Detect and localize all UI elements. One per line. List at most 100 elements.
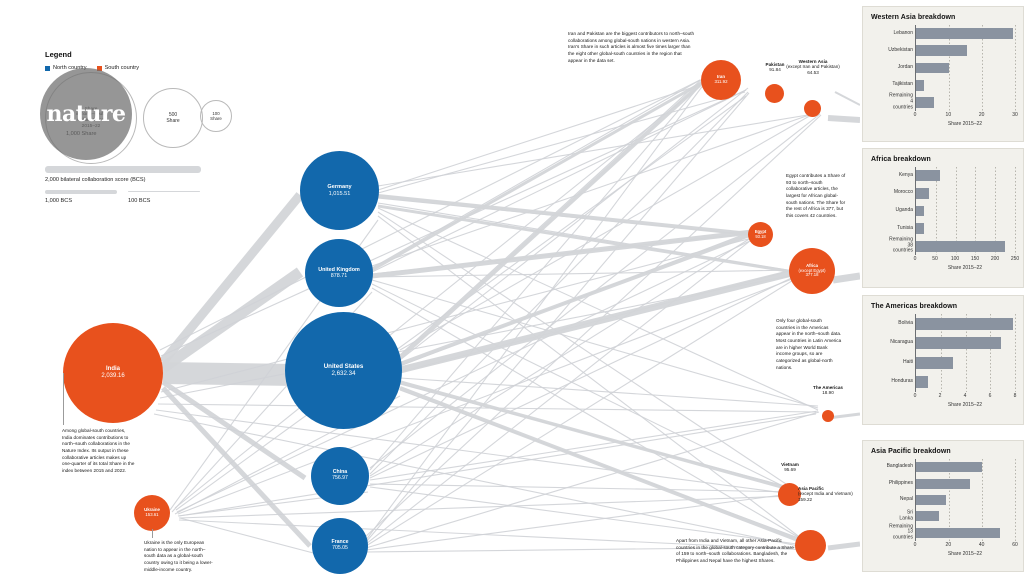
bar-category-label: Kenya <box>898 172 913 178</box>
gridline <box>940 314 942 392</box>
node-asia-pacific-name: Asia Pacific <box>798 486 824 491</box>
node-united-kingdom-value: 878.71 <box>330 273 348 279</box>
bar-row: Remaining 4 countries <box>889 93 1015 110</box>
gridline <box>948 25 950 111</box>
legend-bubble-500: 500 Share <box>143 88 203 148</box>
node-asia-pacific[interactable] <box>795 530 826 561</box>
node-france[interactable]: France 705.05 <box>312 518 368 574</box>
bar-category-label: Sri Lanka <box>899 509 913 522</box>
gridline <box>965 314 967 392</box>
bar-row: Honduras <box>891 376 1015 389</box>
bar-category-label: Jordan <box>897 64 913 71</box>
node-china[interactable]: China 756.97 <box>311 447 369 505</box>
node-ukraine[interactable]: Ukraine 153.61 <box>134 495 170 531</box>
bar-category-label: Remaining 13 countries <box>889 523 913 541</box>
bar-category-label: Bangladesh <box>886 463 913 470</box>
bar <box>916 223 924 235</box>
node-united-states-value: 2,632.34 <box>331 369 356 377</box>
bar-row: Sri Lanka <box>899 510 1015 522</box>
bar-category-label: Philippines <box>888 479 913 486</box>
axis-title: Share 2015–22 <box>947 265 983 271</box>
node-pakistan[interactable] <box>765 84 784 103</box>
bar-row: Bolivia <box>898 317 1015 330</box>
gridline <box>955 167 957 255</box>
annotation-ukraine: Ukraine is the only European nation to a… <box>144 540 213 572</box>
node-united-states[interactable]: United States 2,632.34 <box>285 312 402 429</box>
legend: Legend North country South country <box>45 50 260 71</box>
node-pakistan-label: Pakistan 91.84 <box>740 62 810 73</box>
bar-category-label: Tajikistan <box>892 81 913 88</box>
bar-row: Uganda <box>895 205 1015 217</box>
bar-category-label: Remaining 4 countries <box>889 93 913 111</box>
node-france-value: 705.05 <box>332 545 348 551</box>
node-africa[interactable]: Africa (except Egypt) 377.18 <box>789 248 835 294</box>
axis-tick: 40 <box>978 542 985 548</box>
bar-row: Jordan <box>898 62 1015 74</box>
node-western-asia[interactable] <box>804 100 821 117</box>
bar <box>916 97 935 108</box>
node-the-americas-name: The Americas <box>813 385 843 390</box>
bar <box>916 28 1014 39</box>
node-ukraine-value: 153.61 <box>145 512 159 517</box>
axis-tick: 0 <box>913 256 917 262</box>
nature-watermark-logo: nature <box>40 68 132 160</box>
north-swatch-icon <box>45 65 50 71</box>
node-western-asia-label: Western Asia (except Iran and Pakistan) … <box>781 59 845 75</box>
legend-key-south-label: South country <box>104 65 140 71</box>
south-swatch-icon <box>96 65 102 71</box>
gridline <box>935 167 937 255</box>
bar <box>916 376 929 389</box>
bar-row: Tajikistan <box>892 79 1015 91</box>
node-the-americas-value: 18.90 <box>822 390 834 396</box>
node-germany[interactable]: Germany 1,015.51 <box>300 151 379 230</box>
gridline <box>1015 459 1016 541</box>
bar <box>916 337 1002 350</box>
gridline <box>1015 25 1016 111</box>
legend-bubble-100-label: 100 Share <box>210 110 222 121</box>
bar-row: Haiti <box>903 356 1015 369</box>
bar-row: Uzbekistan <box>888 45 1015 57</box>
node-united-kingdom[interactable]: United Kingdom 878.71 <box>305 239 373 307</box>
bar-category-label: Uganda <box>895 207 913 214</box>
annotation-asia-pacific: Apart from India and Vietnam, all other … <box>676 538 794 563</box>
axis-tick: 8 <box>1013 393 1017 399</box>
bar-row: Remaining 13 countries <box>889 524 1015 540</box>
legend-title: Legend <box>45 50 72 59</box>
bar <box>916 478 971 489</box>
legend-link-2000 <box>45 166 201 173</box>
node-vietnam-value: 95.69 <box>784 467 796 473</box>
node-china-name: China <box>332 469 348 476</box>
axis-tick: 4 <box>963 393 967 399</box>
bar-row: Nicaragua <box>890 337 1015 350</box>
gridline <box>975 167 977 255</box>
node-france-name: France <box>331 539 349 546</box>
node-vietnam[interactable] <box>778 483 801 506</box>
node-the-americas[interactable] <box>822 410 834 422</box>
node-india-value: 2,039.16 <box>101 373 125 379</box>
gridline <box>948 459 950 541</box>
bar <box>916 187 930 199</box>
node-india[interactable]: India 2,039.16 <box>63 323 163 423</box>
node-iran-name: Iran <box>716 74 726 80</box>
node-asia-pacific-value: (except India and Vietnam) 159.22 <box>798 491 853 502</box>
node-egypt[interactable]: Egypt 93.18 <box>748 222 773 247</box>
bar-row: Nepal <box>900 494 1015 506</box>
axis-title: Share 2015–22 <box>947 402 983 408</box>
node-iran[interactable]: Iran 311.92 <box>701 60 741 100</box>
bar <box>916 62 949 74</box>
bar <box>916 317 1013 330</box>
node-iran-value: 311.92 <box>714 79 728 84</box>
axis-tick: 2 <box>938 393 942 399</box>
bar <box>916 79 925 91</box>
bar <box>916 356 954 369</box>
node-vietnam-name: Vietnam <box>781 462 799 467</box>
legend-link-1000-caption: 1,000 BCS <box>45 198 73 204</box>
axis-tick: 0 <box>913 393 917 399</box>
legend-key-south: South country <box>96 65 140 71</box>
node-pakistan-name: Pakistan <box>765 62 785 67</box>
legend-link-1000 <box>45 190 117 194</box>
